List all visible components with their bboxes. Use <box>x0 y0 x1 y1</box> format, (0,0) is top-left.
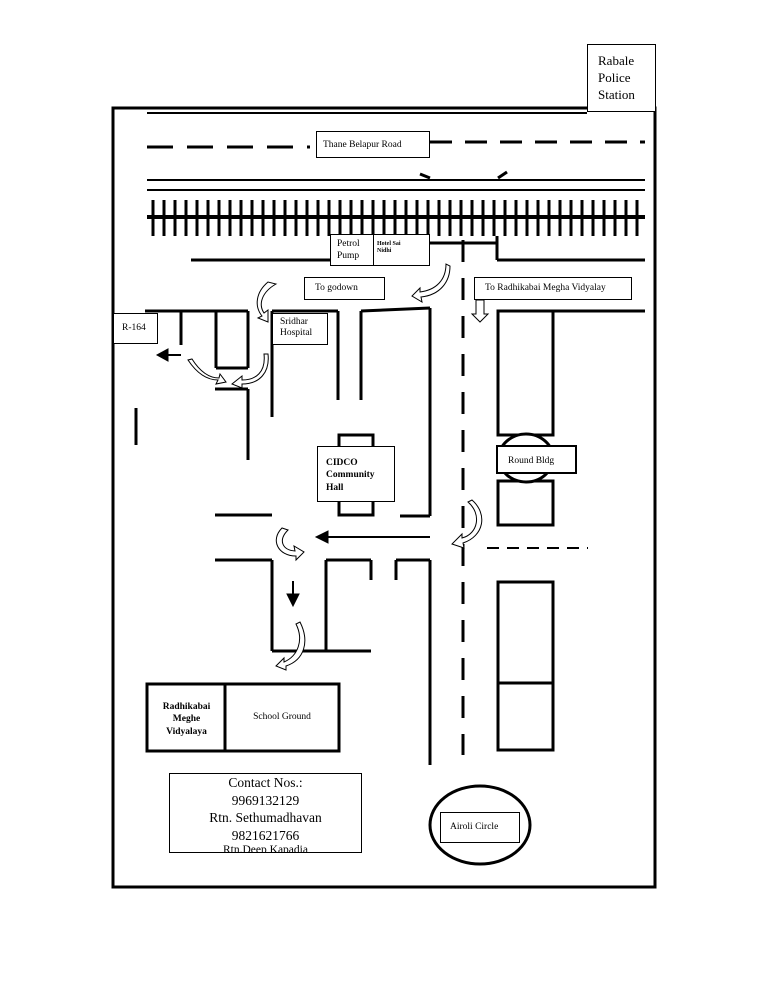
hollow-down-arrow <box>470 299 490 323</box>
police-station-label: Rabale Police Station <box>587 44 656 112</box>
road-dashes <box>147 112 645 180</box>
contact-name-2: Rtn.Deep Kapadia <box>223 844 308 853</box>
road-label: Thane Belapur Road <box>316 131 430 158</box>
contact-phone-1: 9969132129 <box>231 792 300 808</box>
airoli-circle-shape <box>428 784 532 866</box>
map-frame <box>111 106 657 889</box>
school-block <box>145 682 341 753</box>
contact-title: Contact Nos.: <box>228 775 303 790</box>
hotel-label: Hotel Sai Nidhi <box>373 234 430 266</box>
contact-name-1: Rtn. Sethumadhavan <box>209 810 322 825</box>
school-ground-label: School Ground <box>253 712 311 722</box>
airoli-circle-label: Airoli Circle <box>440 812 520 843</box>
streets <box>134 236 645 765</box>
to-school-label: To Radhikabai Megha Vidyalay <box>474 277 632 300</box>
round-bldg-label: Round Bldg <box>496 445 577 474</box>
contact-box: Contact Nos.: 9969132129 Rtn. Sethumadha… <box>169 773 362 853</box>
petrol-pump-label: Petrol Pump <box>330 234 374 266</box>
hospital-label: Sridhar Hospital <box>272 313 328 345</box>
curved-arrows <box>187 263 483 671</box>
to-godown-label: To godown <box>304 277 385 300</box>
r164-label: R-164 <box>113 313 158 344</box>
railway-sleepers <box>151 200 639 236</box>
direction-arrows <box>155 348 430 608</box>
contact-phone-2: 9821621766 <box>231 827 300 843</box>
community-hall-label: CIDCO Community Hall <box>317 446 395 502</box>
school-label: Radhikabai Meghe Vidyalaya <box>162 702 211 737</box>
